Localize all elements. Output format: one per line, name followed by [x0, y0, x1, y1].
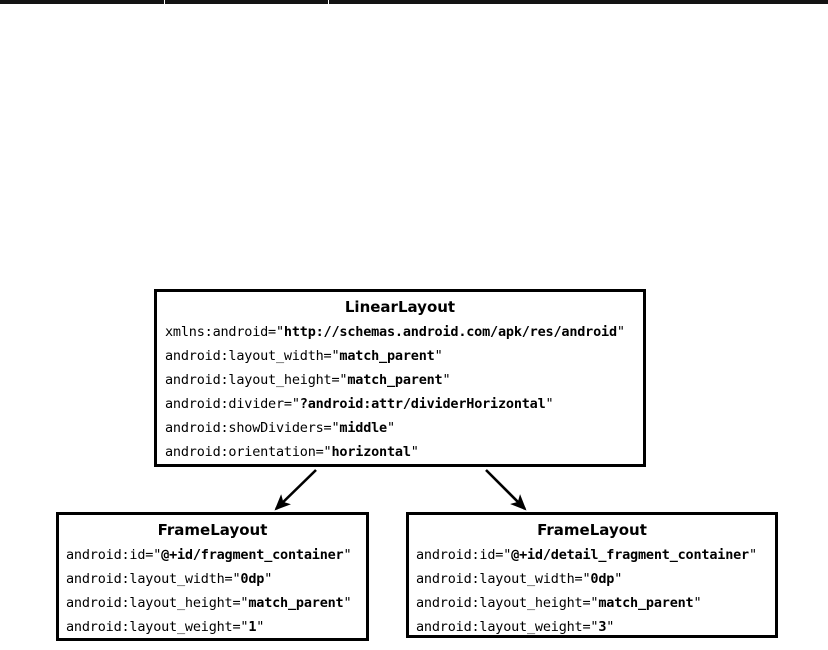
- node-linearlayout: LinearLayout xmlns:android="http://schem…: [154, 289, 646, 467]
- attribute-name: xmlns:android=": [165, 324, 284, 340]
- attribute-name: android:divider=": [165, 396, 300, 412]
- attribute-row: android:divider="?android:attr/dividerHo…: [165, 392, 635, 416]
- attribute-value: 3: [598, 619, 607, 635]
- attribute-row: android:layout_height="match_parent": [66, 591, 359, 615]
- attribute-quote: ": [693, 595, 702, 611]
- strip-gap-2: [328, 0, 329, 4]
- attribute-name: android:id=": [66, 547, 162, 563]
- attribute-row: android:layout_weight="3": [416, 615, 768, 639]
- attribute-value: horizontal: [331, 444, 411, 460]
- attribute-name: android:id=": [416, 547, 512, 563]
- attribute-value: http://schemas.android.com/apk/res/andro…: [283, 324, 617, 340]
- attribute-name: android:layout_weight=": [416, 619, 599, 635]
- attribute-row: android:layout_height="match_parent": [416, 591, 768, 615]
- attribute-value: 0dp: [240, 571, 265, 587]
- attribute-value: match_parent: [339, 348, 435, 364]
- attribute-row: android:id="@+id/fragment_container": [66, 543, 359, 567]
- attribute-value: ?android:attr/dividerHorizontal: [299, 396, 546, 412]
- attribute-quote: ": [545, 396, 554, 412]
- node-frame-layout-right: FrameLayout android:id="@+id/detail_frag…: [406, 512, 778, 638]
- attribute-quote: ": [748, 547, 757, 563]
- attribute-row: android:showDividers="middle": [165, 416, 635, 440]
- attribute-name: android:orientation=": [165, 444, 332, 460]
- attribute-value: 0dp: [590, 571, 615, 587]
- edge-to-left-arrow: [274, 469, 317, 511]
- attribute-name: android:layout_weight=": [66, 619, 249, 635]
- attribute-quote: ": [616, 324, 625, 340]
- attribute-name: android:layout_height=": [416, 595, 599, 611]
- attribute-name: android:showDividers=": [165, 420, 340, 436]
- attribute-name: android:layout_width=": [66, 571, 241, 587]
- node-frame-layout-left: FrameLayout android:id="@+id/fragment_co…: [56, 512, 369, 641]
- strip-gap-1: [164, 0, 165, 4]
- attribute-quote: ": [606, 619, 615, 635]
- attribute-value: @+id/detail_fragment_container: [511, 547, 749, 563]
- attribute-quote: ": [434, 348, 443, 364]
- attribute-quote: ": [264, 571, 273, 587]
- attribute-quote: ": [343, 595, 352, 611]
- attribute-value: 1: [248, 619, 257, 635]
- node-frame-layout-right-title: FrameLayout: [537, 521, 647, 539]
- attribute-name: android:layout_height=": [165, 372, 348, 388]
- node-linearlayout-title: LinearLayout: [344, 298, 456, 316]
- attribute-row: xmlns:android="http://schemas.android.co…: [165, 320, 635, 344]
- attribute-value: match_parent: [598, 595, 694, 611]
- attribute-row: android:layout_width="match_parent": [165, 344, 635, 368]
- attribute-value: @+id/fragment_container: [161, 547, 344, 563]
- edge-to-right-arrow: [485, 469, 527, 511]
- attribute-name: android:layout_width=": [165, 348, 340, 364]
- attribute-name: android:layout_width=": [416, 571, 591, 587]
- attribute-value: match_parent: [347, 372, 443, 388]
- attribute-quote: ": [410, 444, 419, 460]
- attribute-quote: ": [614, 571, 623, 587]
- attribute-quote: ": [442, 372, 451, 388]
- attribute-name: android:layout_height=": [66, 595, 249, 611]
- attribute-row: android:id="@+id/detail_fragment_contain…: [416, 543, 768, 567]
- attribute-row: android:layout_width="0dp": [416, 567, 768, 591]
- attribute-value: middle: [339, 420, 387, 436]
- attribute-row: android:layout_height="match_parent": [165, 368, 635, 392]
- attribute-value: match_parent: [248, 595, 344, 611]
- attribute-quote: ": [343, 547, 352, 563]
- attribute-row: android:orientation="horizontal": [165, 440, 635, 464]
- attribute-row: android:layout_weight="1": [66, 615, 359, 639]
- attribute-row: android:layout_width="0dp": [66, 567, 359, 591]
- attribute-quote: ": [256, 619, 265, 635]
- top-toolbar-strip: [0, 0, 828, 4]
- attribute-quote: ": [387, 420, 395, 436]
- node-frame-layout-left-title: FrameLayout: [157, 521, 268, 539]
